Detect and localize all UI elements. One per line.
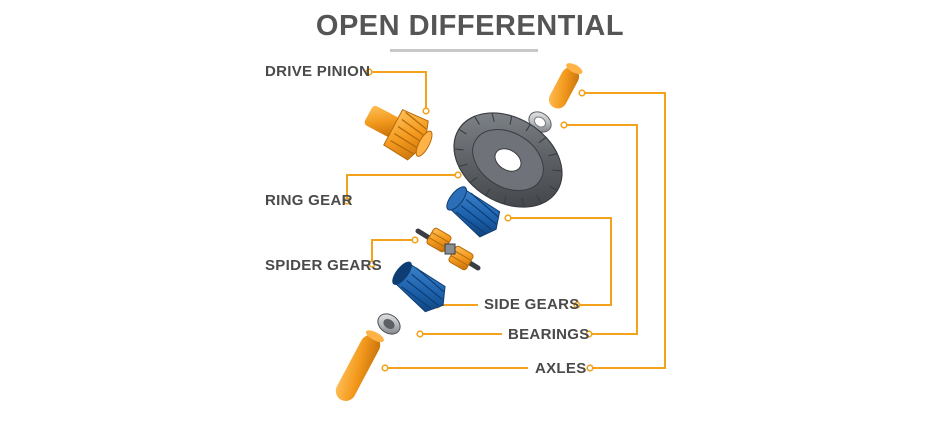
dot-axle-lower	[381, 364, 389, 372]
dot-axle-label	[586, 364, 594, 372]
title-underline	[390, 49, 538, 52]
label-spider-gears: SPIDER GEARS	[265, 257, 382, 274]
leader-ring-gear	[346, 174, 458, 200]
upper-side-gear	[446, 186, 501, 238]
spider-gears	[415, 227, 481, 271]
dot-drive-pinion-part	[422, 107, 430, 115]
leader-bearings-upper	[564, 124, 638, 335]
leader-drive-pinion	[369, 71, 427, 110]
leader-side-gears-upper	[508, 217, 612, 306]
leader-axles-upper	[582, 92, 666, 369]
dot-ring-gear-part	[454, 171, 462, 179]
leader-spider-gears	[371, 239, 415, 263]
label-axles: AXLES	[535, 360, 587, 377]
dot-side-label	[573, 301, 581, 309]
dot-side-upper	[504, 214, 512, 222]
label-bearings: BEARINGS	[508, 326, 590, 343]
drive-pinion	[364, 105, 433, 161]
label-drive-pinion: DRIVE PINION	[265, 63, 371, 80]
dot-bearing-lower	[416, 330, 424, 338]
dot-bearing-upper	[560, 121, 568, 129]
upper-axle	[548, 63, 583, 109]
label-side-gears: SIDE GEARS	[484, 296, 580, 313]
dot-axle-upper	[578, 89, 586, 97]
dot-ring-gear-label	[343, 197, 351, 205]
lower-axle	[335, 330, 384, 401]
lower-bearing	[377, 313, 401, 335]
diagram-title: OPEN DIFFERENTIAL	[315, 10, 625, 42]
dot-bearing-label	[585, 330, 593, 338]
lower-side-gear	[392, 261, 446, 313]
ring-gear	[453, 112, 563, 208]
label-ring-gear: RING GEAR	[265, 192, 353, 209]
dot-spider-label	[368, 260, 376, 268]
dot-drive-pinion-label	[365, 68, 373, 76]
dot-spider-part	[411, 236, 419, 244]
leader-lines	[346, 71, 666, 369]
